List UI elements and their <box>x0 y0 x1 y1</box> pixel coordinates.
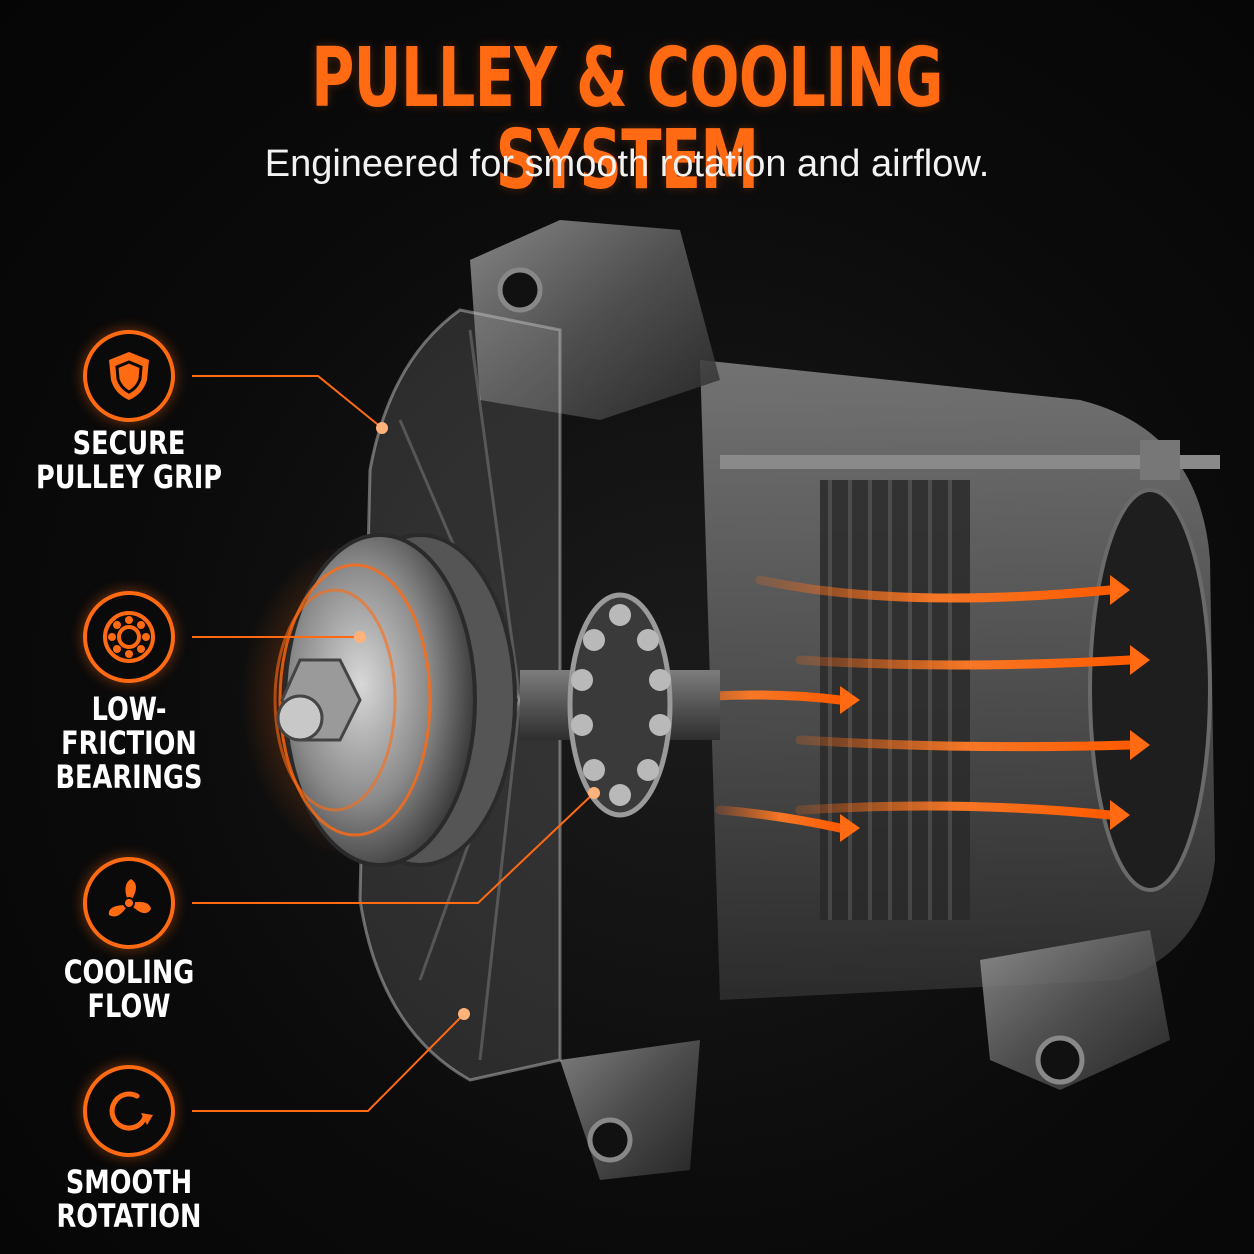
feature-label-cooling-flow: COOLING FLOW <box>63 953 195 1025</box>
feature-label-smooth-rotation: SMOOTH ROTATION <box>56 1163 202 1235</box>
page-title: PULLEY & COOLING SYSTEM <box>311 31 944 208</box>
bearing-icon <box>83 591 175 683</box>
page-subtitle: Engineered for smooth rotation and airfl… <box>264 143 990 185</box>
rotation-arrow-icon <box>83 1065 175 1157</box>
fan-icon <box>83 857 175 949</box>
feature-label-low-friction-bearings: LOW-FRICTION BEARINGS <box>55 690 203 796</box>
feature-label-secure-pulley-grip: SECURE PULLEY GRIP <box>35 424 223 496</box>
shield-icon <box>83 330 175 422</box>
